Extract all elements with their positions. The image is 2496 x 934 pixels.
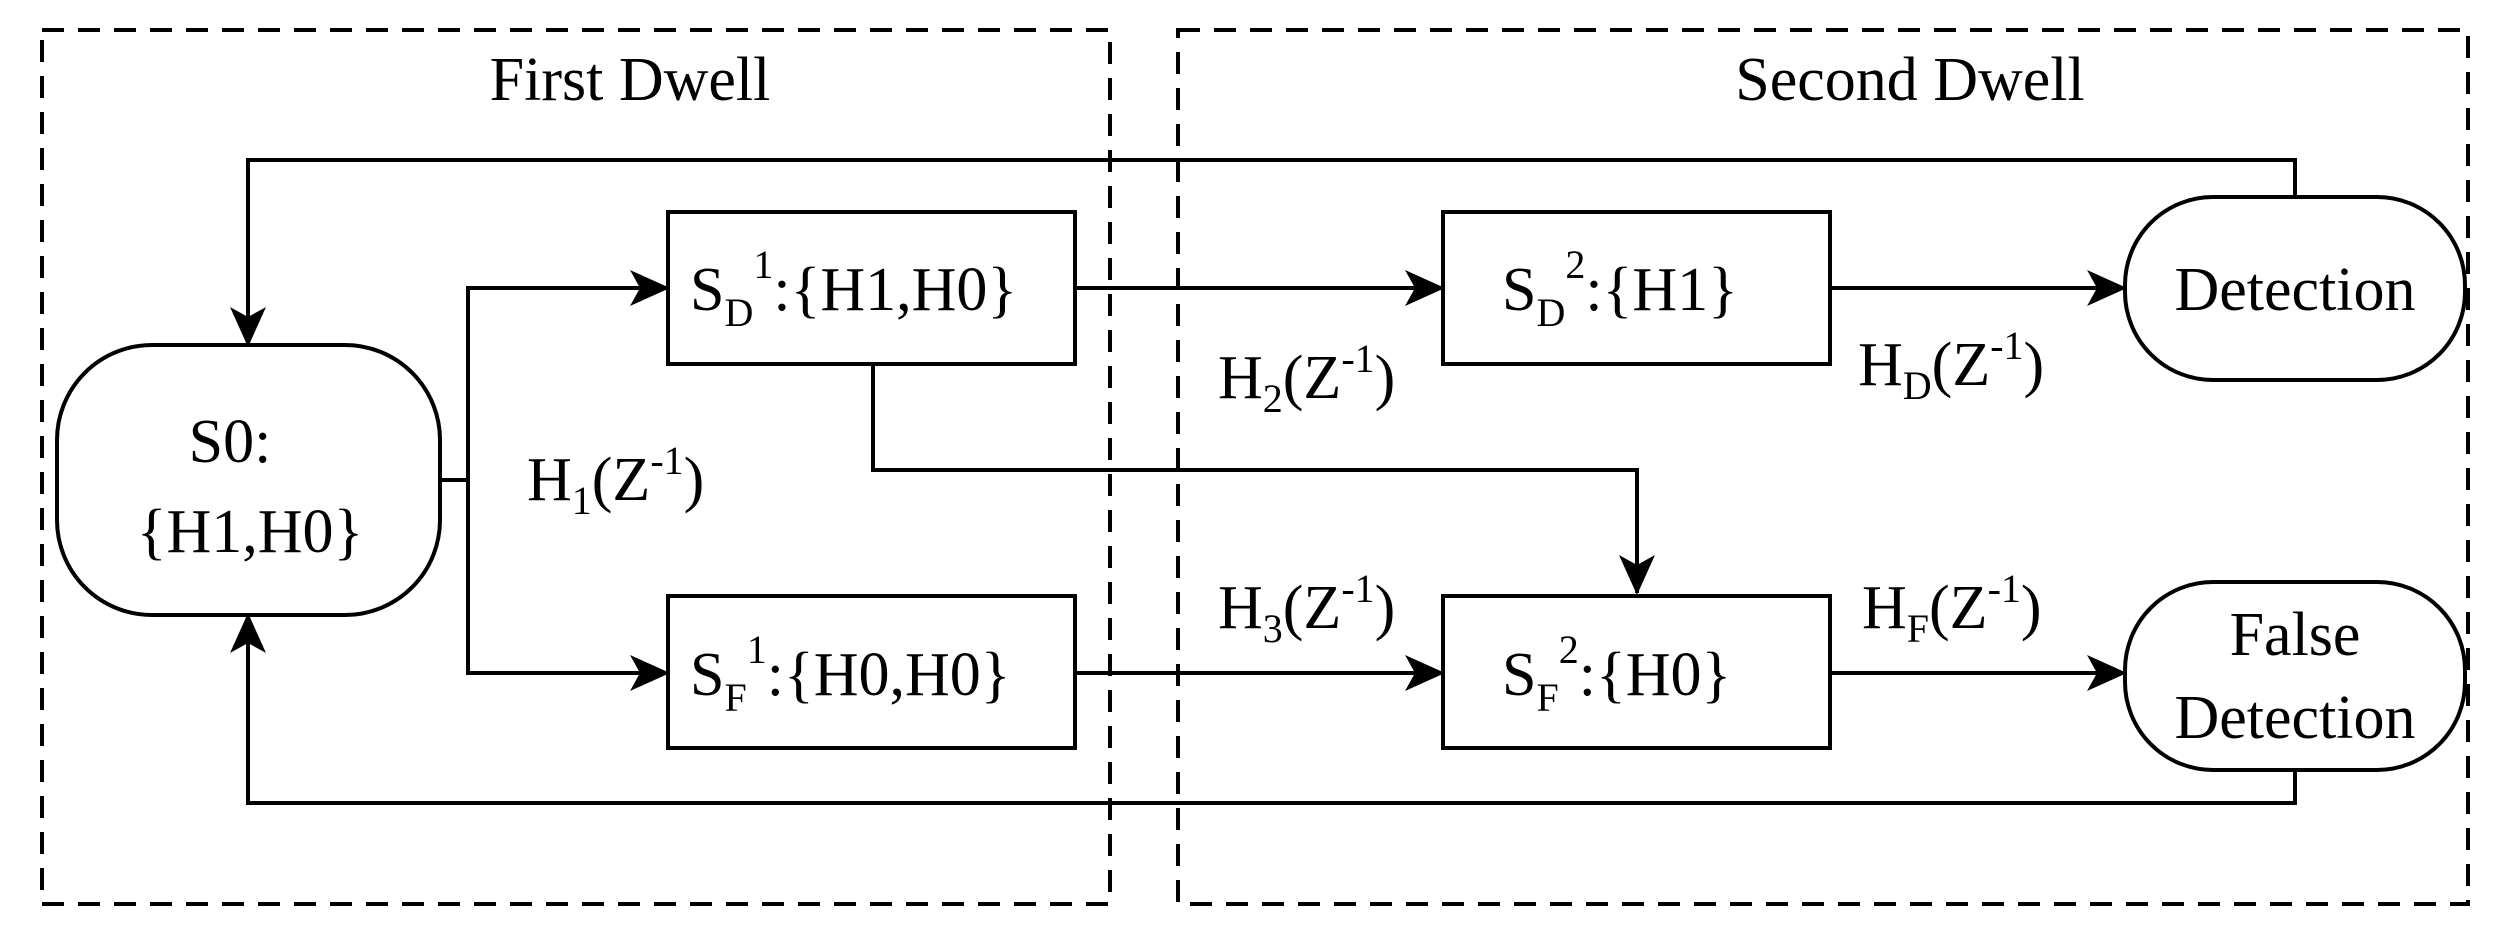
tf-h2-label: H2(Z-1) [1218, 336, 1395, 421]
s0-to-sf1 [466, 480, 670, 691]
node-false-detection-line1: False [2230, 601, 2361, 669]
node-false-detection [2123, 580, 2467, 772]
node-sf2-label: SF2:{H0} [1502, 627, 1731, 720]
tf-hf-label: HF(Z-1) [1862, 566, 2042, 651]
node-detection [2123, 195, 2467, 382]
node-sd2-label: SD2:{H1} [1502, 242, 1738, 335]
node-sd1-label: SD1:{H1,H0} [690, 242, 1017, 335]
node-sf1 [666, 594, 1077, 750]
node-false-detection-line2: Detection [2174, 684, 2415, 752]
node-s0-line2: {H1,H0} [137, 498, 364, 566]
node-sf2 [1441, 594, 1832, 750]
first-dwell-title: First Dwell [490, 46, 771, 114]
s0-to-sd1 [466, 270, 670, 480]
node-detection-label: Detection [2174, 256, 2415, 324]
tf-h1-label: H1(Z-1) [527, 438, 704, 523]
second-dwell-title: Second Dwell [1735, 46, 2085, 114]
node-sf1-label: SF1:{H0,H0} [690, 627, 1011, 720]
node-s0 [55, 343, 442, 617]
node-sd1 [666, 210, 1077, 366]
feedback-false-detection-to-s0 [230, 613, 2297, 805]
tf-hd-label: HD(Z-1) [1858, 323, 2044, 408]
feedback-detection-to-s0 [230, 158, 2297, 347]
node-s0-line1: S0: [189, 408, 272, 476]
sd1-to-sf2 [871, 365, 1655, 595]
node-sd2 [1441, 210, 1832, 366]
second-dwell-region [1176, 28, 2470, 906]
tf-h3-label: H3(Z-1) [1218, 566, 1395, 651]
